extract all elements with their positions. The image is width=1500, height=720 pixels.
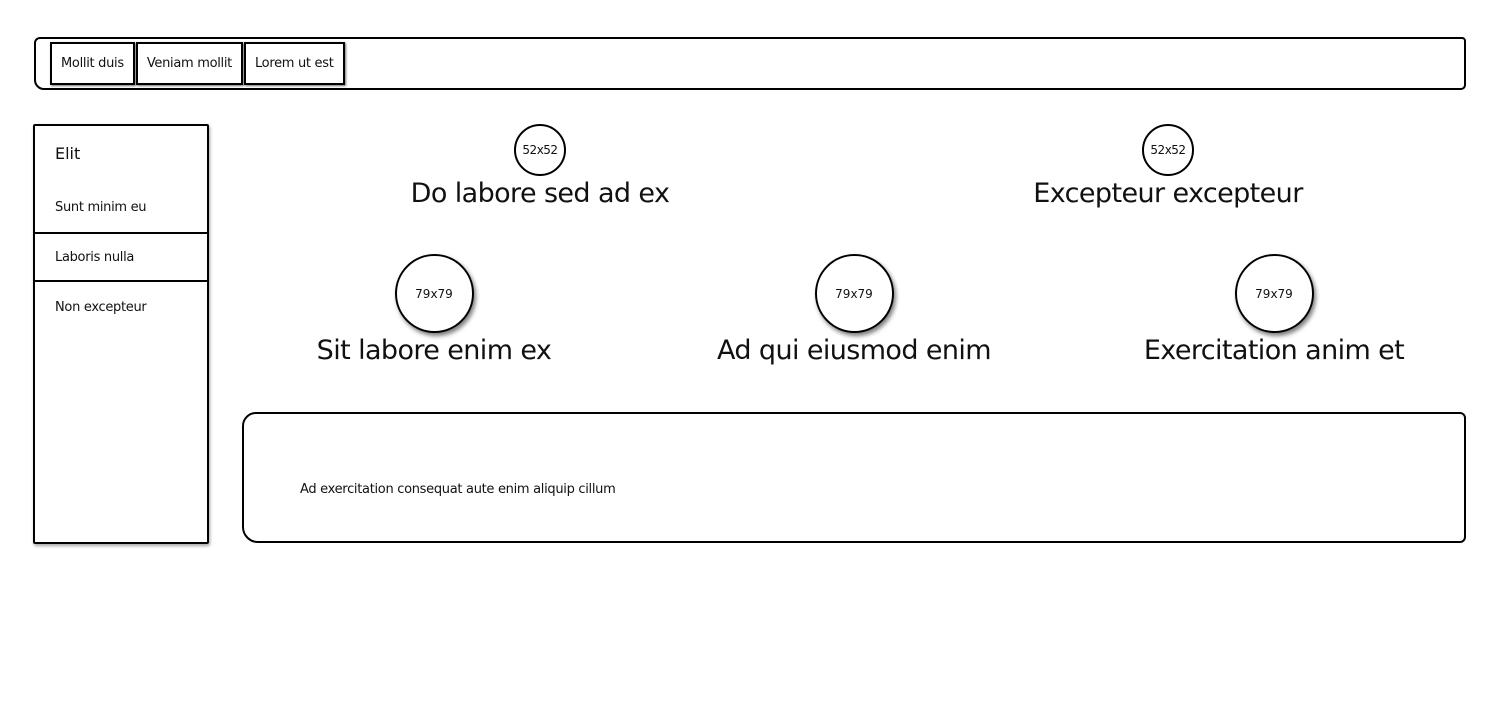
tab-lorem-ut-est[interactable]: Lorem ut est <box>243 42 345 85</box>
image-placeholder: 79x79 <box>814 254 894 333</box>
feature-title: Ad qui eiusmod enim <box>716 335 992 366</box>
feature-title: Sit labore enim ex <box>316 335 552 366</box>
feature-card: 79x79 Exercitation anim et <box>1124 254 1424 366</box>
sidebar-item-sunt-minim-eu[interactable]: Sunt minim eu <box>35 182 207 232</box>
tab-label: Lorem ut est <box>254 56 334 71</box>
image-size-label: 52x52 <box>1150 143 1186 157</box>
image-placeholder: 52x52 <box>514 124 566 176</box>
tab-mollit-duis[interactable]: Mollit duis <box>50 42 135 85</box>
image-placeholder: 52x52 <box>1142 124 1194 176</box>
feature-card: 79x79 Sit labore enim ex <box>284 254 584 366</box>
sidebar-item-label: Laboris nulla <box>55 249 135 265</box>
feature-title: Do labore sed ad ex <box>410 178 670 209</box>
feature-title: Excepteur excepteur <box>1033 178 1303 209</box>
image-placeholder: 79x79 <box>1234 254 1314 333</box>
tab-label: Veniam mollit <box>146 56 232 71</box>
feature-card: 79x79 Ad qui eiusmod enim <box>704 254 1004 366</box>
tab-group: Mollit duis Veniam mollit Lorem ut est <box>50 42 345 85</box>
feature-card: 52x52 Do labore sed ad ex <box>390 124 690 209</box>
image-size-label: 52x52 <box>522 143 558 157</box>
top-tab-bar <box>34 37 1466 90</box>
sidebar-item-label: Sunt minim eu <box>55 199 147 215</box>
image-size-label: 79x79 <box>415 286 453 301</box>
panel-text: Ad exercitation consequat aute enim aliq… <box>300 482 616 497</box>
sidebar-item-non-excepteur[interactable]: Non excepteur <box>35 282 207 332</box>
feature-title: Exercitation anim et <box>1143 335 1405 366</box>
tab-label: Mollit duis <box>61 56 124 71</box>
sidebar: Elit Sunt minim eu Laboris nulla Non exc… <box>33 124 209 544</box>
image-size-label: 79x79 <box>835 286 873 301</box>
tab-veniam-mollit[interactable]: Veniam mollit <box>135 42 243 85</box>
text-panel: Ad exercitation consequat aute enim aliq… <box>242 412 1466 543</box>
image-size-label: 79x79 <box>1255 286 1293 301</box>
feature-card: 52x52 Excepteur excepteur <box>1018 124 1318 209</box>
sidebar-item-laboris-nulla[interactable]: Laboris nulla <box>35 232 207 282</box>
sidebar-item-label: Non excepteur <box>55 299 147 315</box>
sidebar-title: Elit <box>55 144 81 163</box>
image-placeholder: 79x79 <box>394 254 474 333</box>
